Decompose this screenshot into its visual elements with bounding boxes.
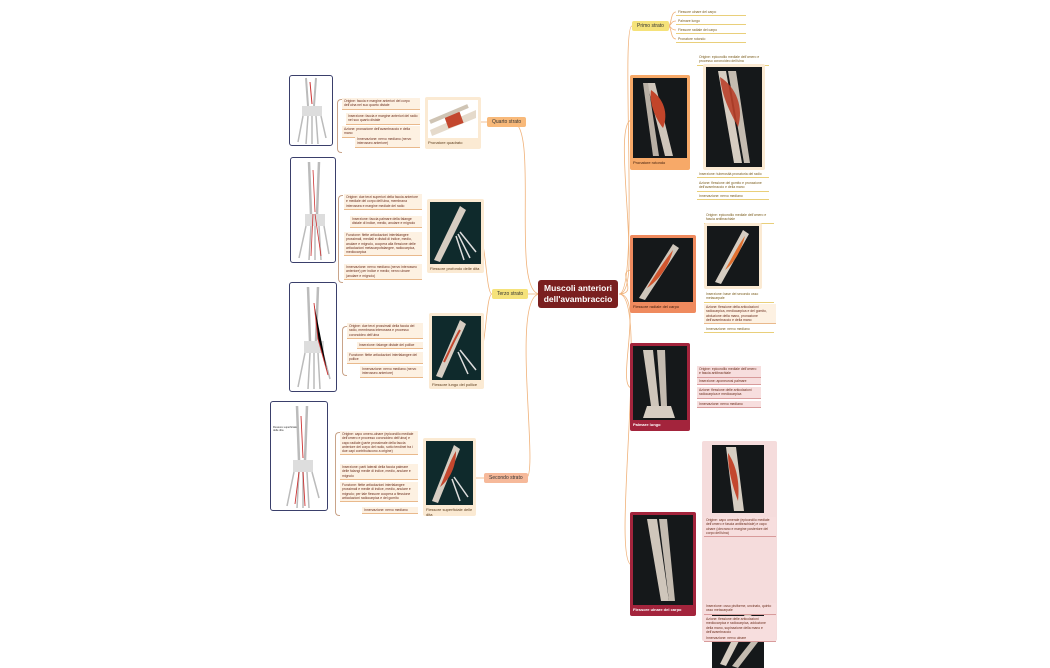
profondo-note-3: Funzione: flette articolazioni interfala… [344,232,422,257]
pronatore-image-card[interactable] [703,64,765,170]
branch-label: Secondo strato [489,475,523,481]
muscle-image [633,78,687,158]
card-pronatore-rotondo[interactable]: Pronatore rotondo [630,75,690,170]
card-label: Flessore lungo del pollice [432,382,478,387]
bracket [335,432,340,516]
connector-lines [476,11,677,566]
card-label: Flessore profondo delle dita [430,266,480,271]
radiale-note-1: Inserzione: base dei secondo osso metaca… [704,291,774,303]
profondo-note-2: Inserzione: faccia palmare della falange… [350,216,422,228]
branch-terzo-strato[interactable]: Terzo strato [492,289,529,299]
muscle-image [706,67,762,167]
pollice-note-3: Funzione: flette articolazioni interfala… [347,352,423,364]
radiale-note-2: Azione: flessione della articolazioni ra… [704,304,776,325]
pronatore-note-2: Azione: flessione del gomito e pronazion… [697,180,769,192]
bracket [337,99,342,153]
muscle-image [430,202,481,264]
central-topic[interactable]: Muscoli anteriori dell'avambraccio [538,280,618,308]
muscle-image [633,238,693,302]
skeleton-reference-4: Flessore superficiale delle dita [270,401,328,511]
radiale-origin: Origine: epicondilo mediale dell'omero e… [704,212,774,224]
branch-label: Quarto strato [492,119,522,125]
leaf-primo-1[interactable]: Flessore ulnare del carpo [676,9,746,17]
secondo-note-4: Innervazione: nervo mediano [362,507,418,515]
skeleton-reference-1 [289,75,333,146]
ulnare-image-1 [712,445,764,513]
palmare-note-2: Inserzione: aponeurosi palmare [697,378,761,386]
leaf-primo-3[interactable]: Flessore radiale del carpo [676,27,746,35]
secondo-note-3: Funzione: flette articolazioni interfala… [340,482,418,503]
muscle-image [426,441,473,505]
pronatore-note-3: Innervazione: nervo mediano [697,193,769,201]
branch-label: Primo strato [637,23,664,29]
card-palmare-lungo[interactable]: Palmare lungo [630,343,690,431]
quarto-note-1: Origine: faccia e margine anteriori del … [342,98,420,110]
card-label: Flessore superficiale delle dita [426,507,473,517]
palmare-note-1: Origine: epicondilo mediale dell'omero e… [697,366,761,378]
quarto-note-2: Inserzione: faccia e margine anteriori d… [346,113,420,125]
secondo-note-2: Inserzione: parti laterali della faccia … [340,464,418,480]
muscle-image [707,226,759,286]
ulnare-origin: Origine: capo omerale (epicondilo medial… [704,517,776,538]
quarto-note-4: Innervazione: nervo mediano (nervo inter… [355,136,420,148]
bracket [338,195,343,283]
muscle-image [432,316,481,380]
card-label: Pronatore rotondo [633,160,666,165]
card-flessore-pollice[interactable]: Flessore lungo del pollice [429,313,484,389]
branch-secondo-strato[interactable]: Secondo strato [484,473,528,483]
radiale-image-card[interactable] [704,223,762,289]
card-label: Palmare lungo [633,422,661,427]
ref-label: Flessore superficiale delle dita [273,426,297,432]
palmare-note-4: Innervazione: nervo mediano [697,401,761,409]
pronatore-note-1: Inserzione: tuberosità pronatoria del ra… [697,171,769,179]
bracket [342,326,347,376]
skeleton-reference-3 [289,282,337,392]
ulnare-note-1: Inserzione: osso pisiforme, uncinato, qu… [704,603,776,615]
palmare-note-3: Azione: flessione delle articolazioni ra… [697,387,761,399]
pollice-note-2: Inserzione: falange distale del pollice [357,342,423,350]
branch-primo-strato[interactable]: Primo strato [632,21,669,31]
muscle-image [428,100,478,138]
card-label: Flessore ulnare del carpo [633,607,682,612]
muscle-image [633,515,693,605]
ulnare-note-2: Azione: flessione delle articolazioni me… [704,616,776,637]
card-flessore-superficiale[interactable]: Flessore superficiale delle dita [423,438,476,517]
pollice-note-4: Innervazione: nervo mediano (nervo inter… [360,366,423,378]
muscle-image [633,346,687,420]
branch-label: Terzo strato [497,291,524,297]
leaf-primo-2[interactable]: Palmare lungo [676,18,746,26]
radiale-note-3: Innervazione: nervo mediano [704,326,774,334]
card-pronatore-quadrato[interactable]: Pronatore quadrato [425,97,481,149]
branch-quarto-strato[interactable]: Quarto strato [487,117,527,127]
pollice-note-1: Origine: due terzi prossimali della facc… [347,323,423,339]
profondo-note-4: Innervazione: nervo mediano (nervo inter… [344,264,422,280]
card-flessore-profondo[interactable]: Flessore profondo delle dita [427,199,484,273]
leaf-primo-4[interactable]: Pronatore rotondo [676,36,746,44]
central-topic-title: Muscoli anteriori dell'avambraccio [543,283,613,304]
ulnare-note-3: Innervazione: nervo ulnare [704,635,776,643]
secondo-note-1: Origine: capo omero-ulnare (epicondilo m… [340,431,418,456]
card-label: Pronatore quadrato [428,140,463,145]
card-flessore-radiale[interactable]: Flessore radiale del carpo [630,235,696,313]
skeleton-reference-2 [290,157,336,263]
profondo-note-1: Origine: due terzi superiori della facci… [344,194,422,210]
card-flessore-ulnare[interactable]: Flessore ulnare del carpo [630,512,696,616]
card-label: Flessore radiale del carpo [633,304,680,309]
